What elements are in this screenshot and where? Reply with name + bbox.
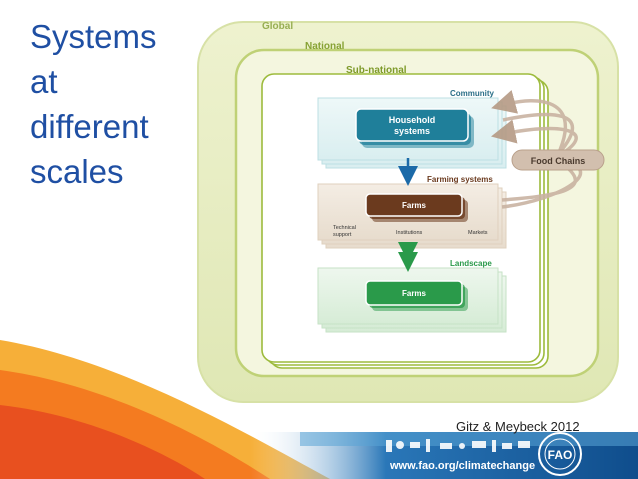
technical-support-label-2: support xyxy=(333,232,352,238)
decorative-swoosh xyxy=(0,340,330,479)
food-chain-arrows xyxy=(491,89,583,209)
food-chains-label: Food Chains xyxy=(531,156,586,166)
landscape-label: Landscape xyxy=(450,259,492,268)
farms-bottom-label: Farms xyxy=(402,289,427,298)
fao-logo-text: FAO xyxy=(548,448,573,462)
citation: Gitz & Meybeck 2012 xyxy=(456,419,580,434)
farms-box-bottom xyxy=(365,280,468,311)
landscape-card xyxy=(317,267,507,333)
household-label: Household xyxy=(389,115,436,125)
slide-title: Systems at different scales xyxy=(30,14,190,194)
technical-support-label: Technical xyxy=(333,225,356,231)
title-line: at xyxy=(30,63,58,100)
food-chains-box xyxy=(511,149,605,171)
farms-box-top xyxy=(365,193,468,222)
title-line: different xyxy=(30,108,149,145)
footer-url[interactable]: www.fao.org/climatechange xyxy=(390,460,536,472)
title-line: Systems xyxy=(30,18,157,55)
farms-top-label: Farms xyxy=(402,201,427,210)
subnational-label: Sub-national xyxy=(346,65,407,76)
global-label: Global xyxy=(262,21,293,32)
farming-systems-label: Farming systems xyxy=(427,175,493,184)
institutions-label: Institutions xyxy=(396,230,423,236)
community-label: Community xyxy=(450,89,495,98)
household-label-2: systems xyxy=(394,126,430,136)
household-systems-box xyxy=(355,108,474,148)
title-line: scales xyxy=(30,153,124,190)
animal-silhouettes-icon xyxy=(386,439,530,452)
national-label: National xyxy=(305,41,345,52)
fao-logo: FAO xyxy=(538,432,582,476)
markets-label: Markets xyxy=(468,230,488,236)
